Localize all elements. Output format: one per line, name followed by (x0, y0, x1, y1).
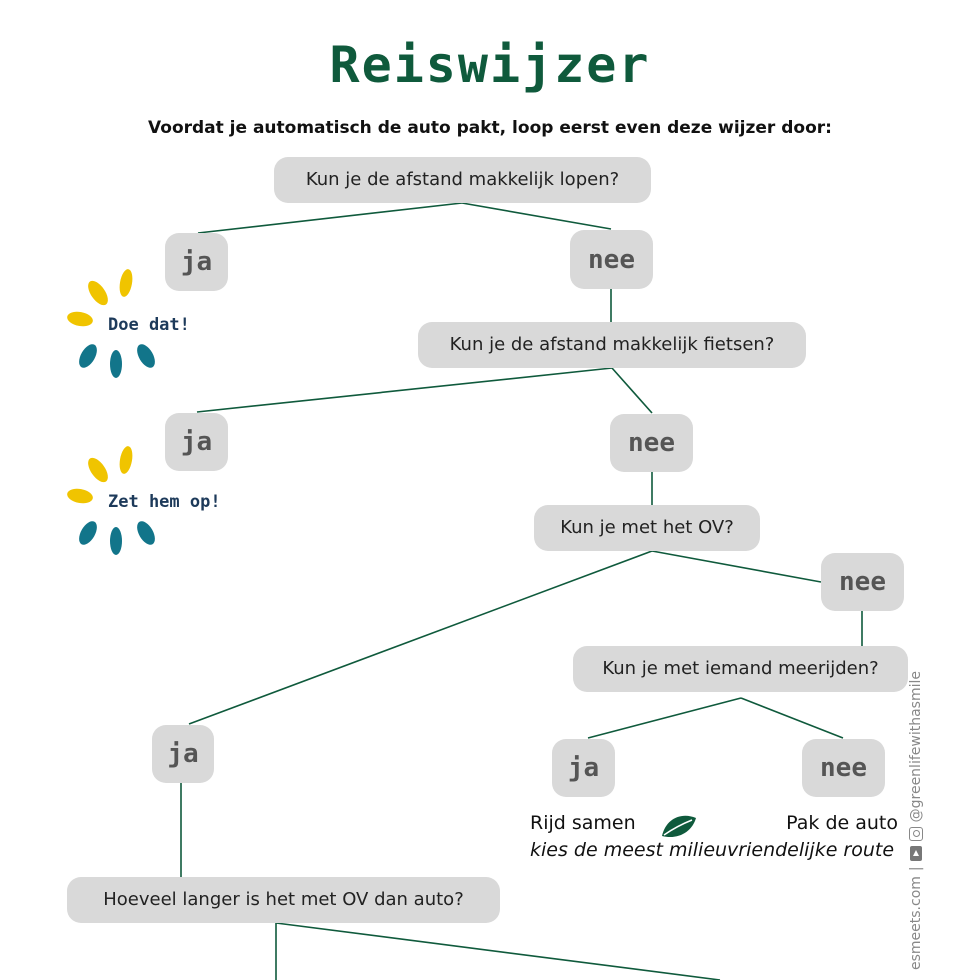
question-ov: Kun je met het OV? (534, 505, 760, 551)
footer-separator: | (908, 866, 924, 872)
answer-no-carpool: nee (802, 739, 885, 797)
burst-icon (67, 446, 155, 555)
footer-credits: esmeets.com | @greenlifewithasmile (908, 671, 924, 970)
leaf-icon (662, 815, 696, 838)
outcome-car: Pak de auto (786, 812, 898, 834)
connector (188, 550, 653, 725)
question-walk: Kun je de afstand makkelijk lopen? (274, 157, 651, 203)
answer-yes-walk: ja (165, 233, 228, 291)
answer-no-ov: nee (821, 553, 904, 611)
connector (587, 697, 742, 739)
page-subtitle: Voordat je automatisch de auto pakt, loo… (148, 118, 832, 138)
cheer-walk: Doe dat! (108, 315, 190, 335)
question-ov-duration: Hoeveel langer is het met OV dan auto? (67, 877, 500, 923)
question-carpool: Kun je met iemand meerijden? (573, 646, 908, 692)
answer-yes-bike: ja (165, 413, 228, 471)
connector (461, 202, 612, 230)
outcome-carpool: Rijd samen (530, 812, 636, 834)
cheer-bike: Zet hem op! (108, 492, 221, 512)
youtube-icon (910, 846, 922, 862)
connector (611, 367, 653, 414)
connector (275, 922, 721, 980)
connector (740, 697, 844, 739)
answer-no-bike: nee (610, 414, 693, 472)
connector (651, 550, 822, 583)
instagram-icon (909, 827, 923, 842)
burst-icon (67, 269, 155, 378)
answer-yes-ov: ja (152, 725, 214, 783)
footer-handle: @greenlifewithasmile (908, 671, 924, 823)
question-bike: Kun je de afstand makkelijk fietsen? (418, 322, 806, 368)
outcome-route-tip: kies de meest milieuvriendelijke route (530, 839, 895, 861)
answer-no-walk: nee (570, 230, 653, 289)
connector (196, 367, 613, 413)
page-title: Reiswijzer (329, 36, 651, 94)
footer-website: esmeets.com (908, 876, 924, 970)
connector (197, 202, 463, 234)
answer-yes-carpool: ja (552, 739, 615, 797)
